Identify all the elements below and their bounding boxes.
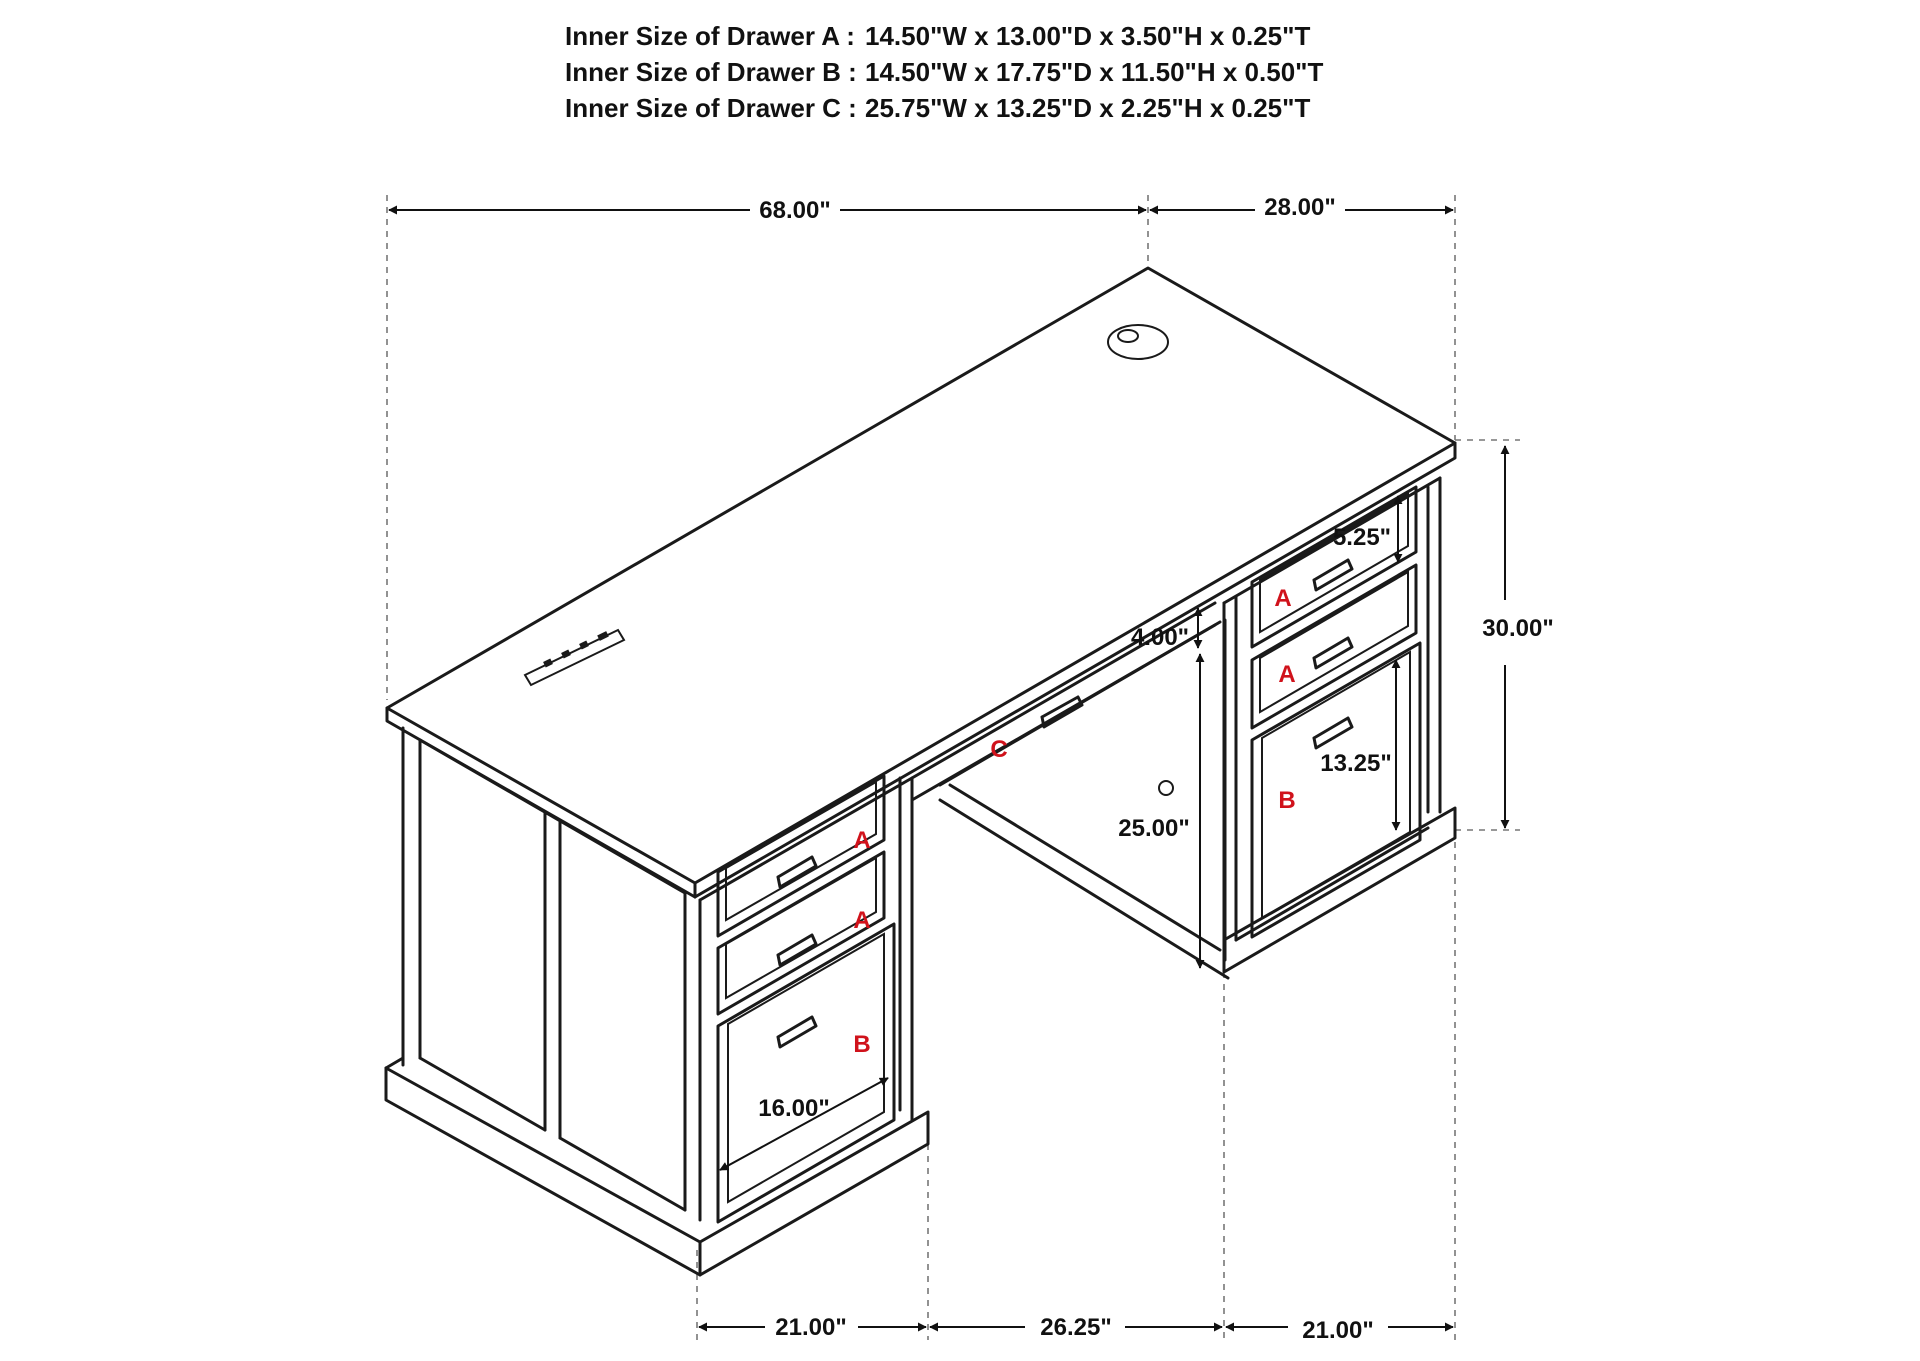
drawer-a-spec-value: 14.50"W x 13.00"D x 3.50"H x 0.25"T — [865, 21, 1311, 51]
handle-icon — [776, 1015, 818, 1049]
left-drawer-b[interactable] — [716, 922, 896, 1224]
drawer-label-b: B — [853, 1031, 870, 1058]
handle-icon — [776, 855, 818, 889]
dimension-lines — [388, 205, 1510, 1332]
center-section — [910, 601, 1230, 980]
drawer-a-spec-label: Inner Size of Drawer A : — [565, 21, 855, 51]
drawer-spec-block: Inner Size of Drawer A : 14.50"W x 13.00"… — [0, 18, 1920, 126]
overall-depth-label: 28.00" — [1264, 194, 1335, 221]
grommet-icon — [1107, 324, 1169, 360]
handle-icon — [1312, 716, 1354, 750]
drawer-b-spec-label: Inner Size of Drawer B : — [565, 57, 857, 87]
knee-space-width-label: 26.25" — [1040, 1314, 1111, 1341]
drawer-b-spec-value: 14.50"W x 17.75"D x 11.50"H x 0.50"T — [865, 57, 1324, 87]
left-pedestal — [384, 726, 930, 1277]
top-drawer-height-label: 5.25" — [1333, 524, 1391, 551]
handle-icon — [776, 933, 818, 967]
drawer-label-a: A — [1274, 585, 1291, 612]
drawer-label-a: A — [853, 907, 870, 934]
drawer-label-a: A — [853, 827, 870, 854]
drawer-c-spec: Inner Size of Drawer C : 25.75"W x 13.25"… — [0, 90, 1920, 126]
drawer-a-spec: Inner Size of Drawer A : 14.50"W x 13.00"… — [0, 18, 1920, 54]
right-drawer-a1[interactable] — [1250, 485, 1418, 649]
extension-lines — [386, 195, 1520, 1340]
center-drawer-height-label: 4.00" — [1131, 624, 1189, 651]
dimension-labels: 68.00" 28.00" 30.00" 21.00" 26.25" 21.00… — [758, 194, 1553, 1344]
drawer-c-spec-value: 25.75"W x 13.25"D x 2.25"H x 0.25"T — [865, 93, 1311, 123]
lock-icon — [1158, 780, 1174, 796]
overall-width-label: 68.00" — [759, 197, 830, 224]
drawer-c-spec-label: Inner Size of Drawer C : — [565, 93, 857, 123]
right-drawer-b[interactable] — [1250, 641, 1422, 939]
handle-icon — [1040, 695, 1084, 729]
handle-icon — [1312, 558, 1354, 592]
left-file-drawer-height-label: 16.00" — [758, 1095, 829, 1122]
right-file-drawer-height-label: 13.25" — [1320, 750, 1391, 777]
power-outlet-icon — [523, 628, 626, 687]
drawer-label-c: C — [990, 736, 1007, 763]
knee-height-label: 25.00" — [1118, 815, 1189, 842]
right-pedestal-width-label: 21.00" — [1302, 1317, 1373, 1344]
right-pedestal — [1222, 476, 1457, 974]
drawer-letter-labels: A A B C A A B — [853, 585, 1295, 1058]
drawer-b-spec: Inner Size of Drawer B : 14.50"W x 17.75"… — [0, 54, 1920, 90]
overall-height-label: 30.00" — [1482, 615, 1553, 642]
handle-icon — [1312, 636, 1354, 670]
drawer-label-a: A — [1278, 661, 1295, 688]
drawer-label-b: B — [1278, 787, 1295, 814]
right-drawer-a2[interactable] — [1250, 563, 1418, 730]
left-pedestal-width-label: 21.00" — [775, 1314, 846, 1341]
